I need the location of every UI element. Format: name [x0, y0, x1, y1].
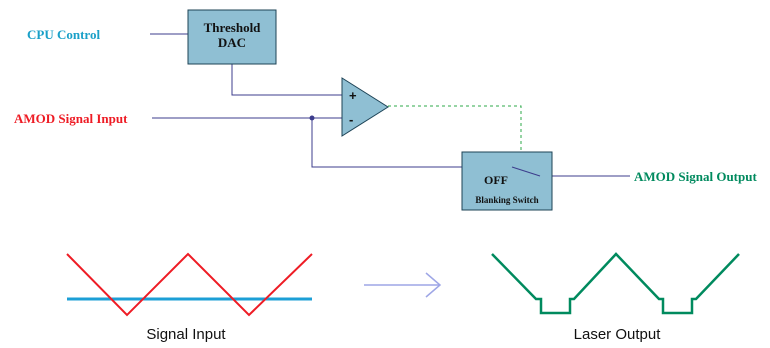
comparator-triangle: [341, 77, 389, 137]
amod-signal-input-label: AMOD Signal Input: [14, 111, 128, 126]
amod-signal-output-label: AMOD Signal Output: [634, 169, 757, 184]
laser-output-waveform: [491, 252, 740, 315]
dac-to-plus-wire: [231, 64, 342, 96]
threshold-dac-box: [187, 9, 277, 65]
threshold-dac-label-line1: Threshold: [204, 20, 262, 35]
signal-input-waveform: [66, 252, 313, 317]
blanking-switch-box: [461, 151, 553, 211]
threshold-dac-block: Threshold DAC: [187, 9, 277, 65]
junction-dot: [309, 115, 315, 121]
comparator-control-dashed-line: [388, 105, 522, 152]
wires: [150, 33, 630, 177]
blanking-switch-block: OFF Blanking Switch: [461, 151, 553, 211]
blanking-switch-label: Blanking Switch: [475, 195, 538, 205]
switch-state-label: OFF: [484, 173, 508, 187]
comparator-minus-sign: -: [349, 112, 353, 127]
signal-input-caption: Signal Input: [146, 326, 226, 343]
threshold-dac-label-line2: DAC: [218, 35, 246, 50]
switch-lever: [511, 166, 541, 177]
cpu-control-label: CPU Control: [27, 27, 100, 42]
right-open-arrow-icon: [364, 272, 442, 298]
input-to-switch-wire: [311, 118, 512, 168]
comparator: + -: [341, 77, 389, 137]
input-triangle-wave: [66, 252, 313, 317]
laser-output-caption: Laser Output: [574, 326, 662, 343]
comparator-plus-sign: +: [349, 88, 357, 103]
